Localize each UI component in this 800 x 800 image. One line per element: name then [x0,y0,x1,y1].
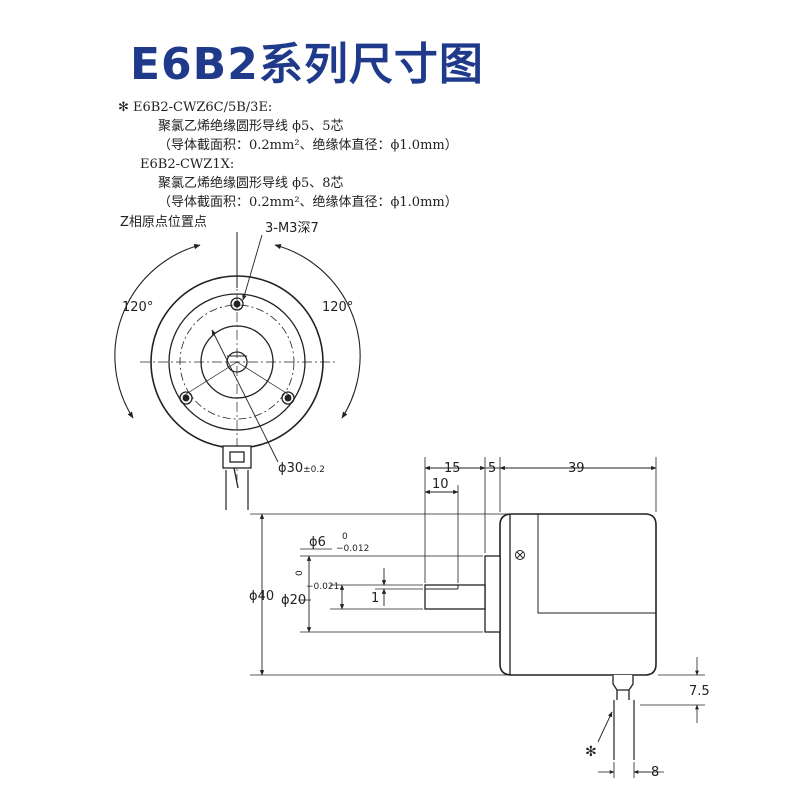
encoder-body [499,513,657,676]
cable-notes: ✻ E6B2-CWZ6C/5B/3E: 聚氯乙烯绝缘圆形导线 ϕ5、5芯 （导体… [118,98,458,212]
flat-1-label: 1 [371,591,379,606]
angle-arc-right [274,244,361,419]
page-title: E6B2系列尺寸图 [130,39,484,90]
bolt-circle-value: ϕ30 [278,461,303,476]
model-a-label: E6B2-CWZ6C/5B/3E: [133,100,273,115]
dim-39-label: 39 [568,461,585,476]
angle-arc-left [114,244,201,419]
shaft-tol-lower: −0.012 [336,544,369,554]
mount-hole-left [179,391,193,405]
asterisk-icon: ✻ [118,100,129,115]
model-b-line1: 聚氯乙烯绝缘圆形导线 ϕ5、8芯 [158,176,344,191]
model-a-line2: （导体截面积：0.2mm²、绝缘体直径：ϕ1.0mm） [158,138,458,153]
dim-7-5-label: 7.5 [689,684,710,699]
dim-5-label: 5 [488,461,496,476]
holes-label: 3-M3深7 [265,221,319,236]
rotation-mark-icon [515,550,525,560]
note-model-a: ✻ E6B2-CWZ6C/5B/3E: [118,98,458,117]
model-b-label: E6B2-CWZ1X: [140,157,235,172]
angle-left-label: 120° [122,300,153,315]
cable-asterisk-icon: ✻ [585,744,597,760]
shaft-dia-label: ϕ6 [309,535,326,550]
boss-tol-upper: 0 [295,570,305,576]
model-b-line2: （导体截面积：0.2mm²、绝缘体直径：ϕ1.0mm） [158,195,458,210]
shaft-tol-upper: 0 [342,532,348,542]
boss-tol-lower: −0.021 [306,582,339,592]
mount-hole-top [230,297,244,311]
front-view [114,232,361,510]
mount-hole-right [281,391,295,405]
bolt-circle-tol: ±0.2 [303,465,325,475]
model-a-line1: 聚氯乙烯绝缘圆形导线 ϕ5、5芯 [158,119,344,134]
angle-right-label: 120° [322,300,353,315]
dim-8-label: 8 [651,765,659,780]
boss-dia-label: ϕ20 [281,593,306,608]
bolt-circle-label: ϕ30±0.2 [278,461,325,476]
side-view [250,457,705,778]
dim-10-label: 10 [432,477,449,492]
body-dia-label: ϕ40 [249,589,274,604]
flange-boss [484,555,501,633]
dim-15-label: 15 [444,461,461,476]
z-phase-label: Z相原点位置点 [120,215,207,230]
